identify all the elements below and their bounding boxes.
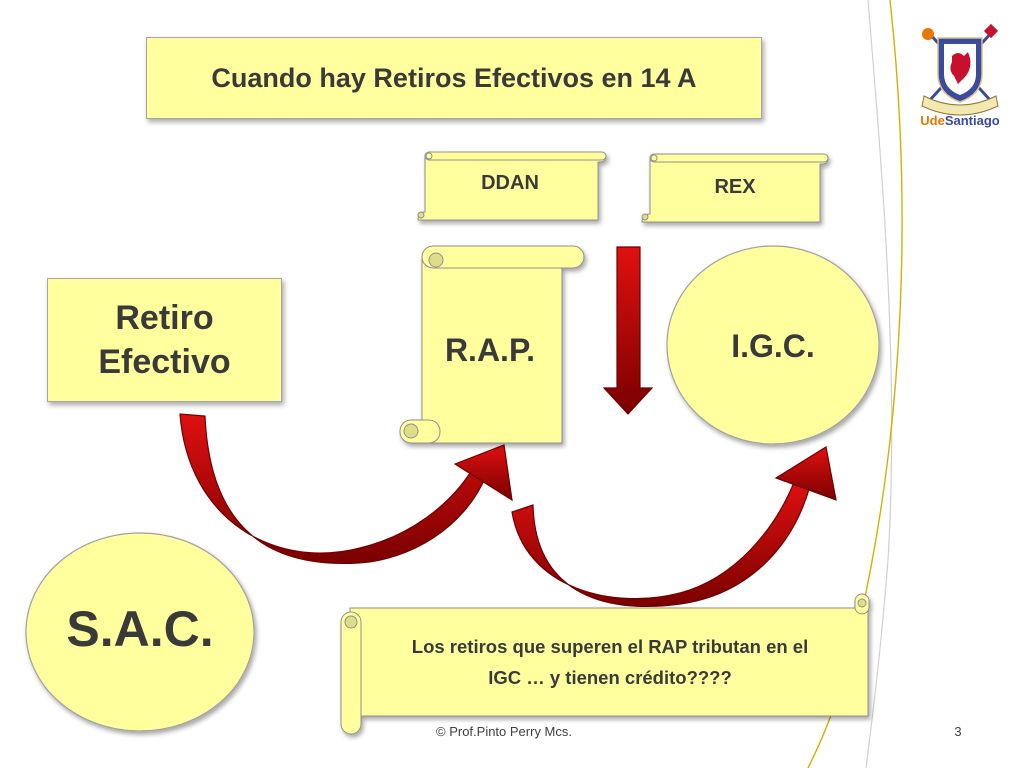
retiro-line-2: Efectivo (98, 343, 231, 381)
rex-scroll (641, 153, 829, 223)
sac-circle (25, 532, 255, 732)
retiro-line-1: Retiro (115, 298, 214, 337)
logo-wordmark: UdeSantiago (918, 113, 1002, 128)
curved-arrow-rap-to-igc (511, 446, 837, 607)
igc-circle (666, 245, 880, 445)
retiro-efectivo-box: Retiro Efectivo (47, 278, 282, 402)
rex-label: REX (714, 176, 756, 198)
rap-label: R.A.P. (444, 332, 536, 368)
note-scroll (340, 593, 870, 735)
rap-scroll (399, 245, 585, 444)
logo-brand-ude: Ude (920, 113, 945, 128)
page-number: 3 (954, 724, 962, 739)
note-line-1: Los retiros que superen el RAP tributan … (411, 636, 809, 657)
note-line-2: IGC … y tienen crédito???? (488, 666, 732, 688)
slide-title: Cuando hay Retiros Efectivos en 14 A (211, 62, 697, 93)
igc-label: I.G.C. (731, 328, 815, 364)
ddan-scroll (417, 151, 607, 221)
title-box: Cuando hay Retiros Efectivos en 14 A (146, 37, 762, 119)
sac-label: S.A.C. (66, 601, 214, 657)
logo-brand-santiago: Santiago (944, 113, 1000, 128)
note-text: Los retiros que superen el RAP tributan … (362, 632, 858, 693)
curved-arrow-retiro-to-rap (179, 413, 513, 565)
footer-author: © Prof.Pinto Perry Mcs. (436, 724, 572, 739)
udesantiago-logo (921, 23, 999, 116)
ddan-label: DDAN (481, 172, 539, 194)
down-arrow (602, 246, 654, 415)
